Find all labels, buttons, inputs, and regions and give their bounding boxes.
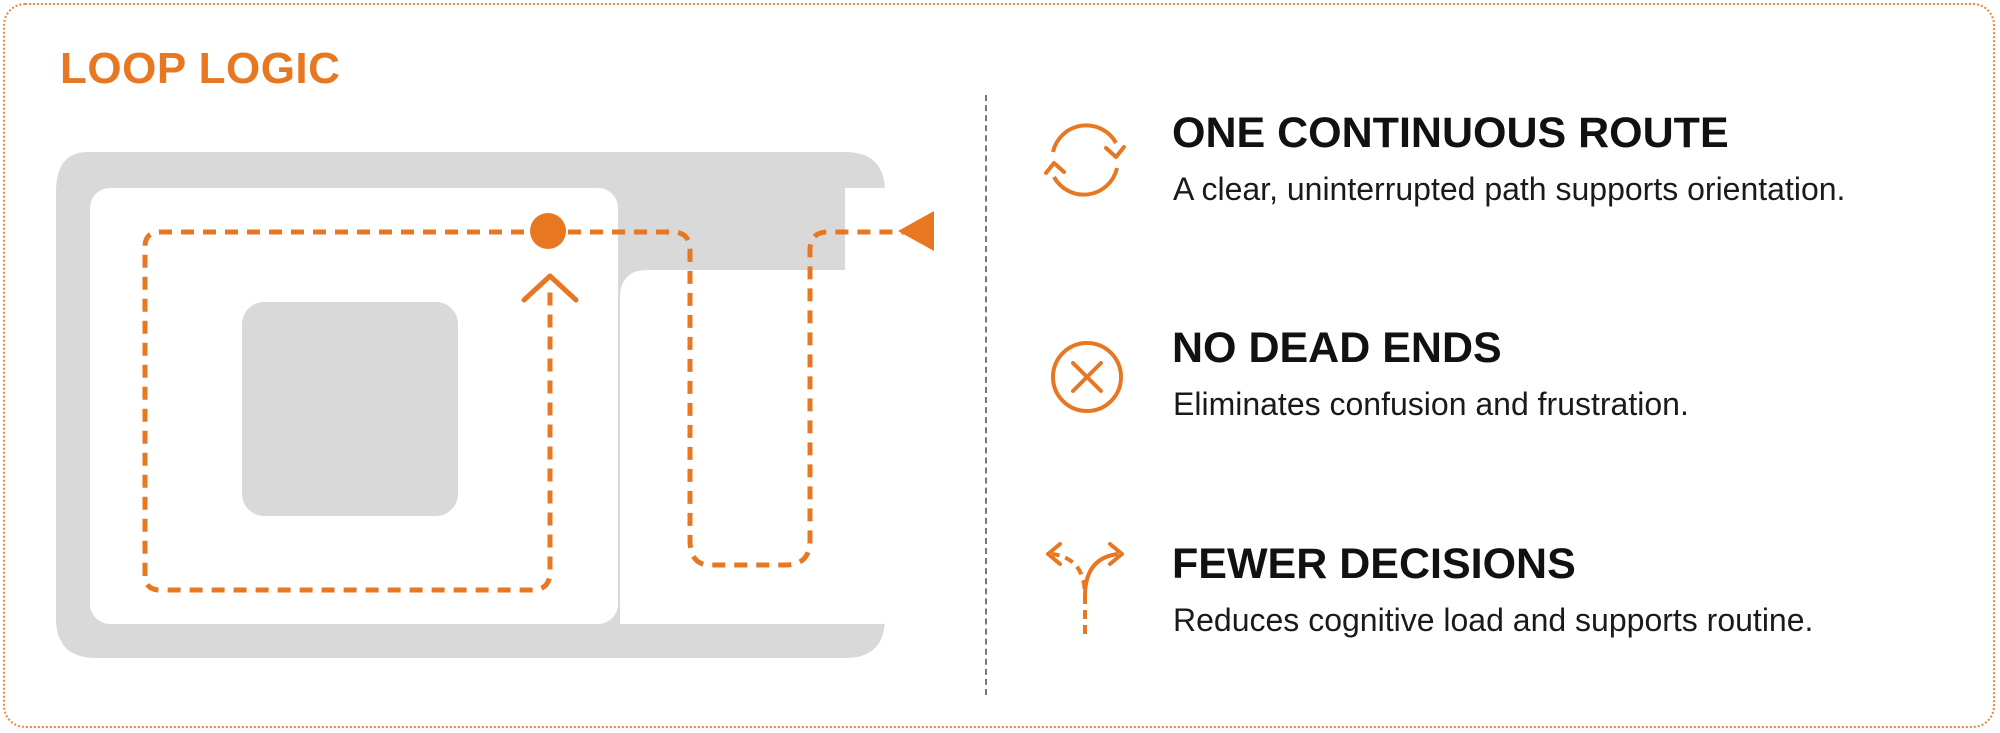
card-frame [3,3,1995,728]
feature-text: Eliminates confusion and frustration. [1173,386,1689,422]
feature-text: Reduces cognitive load and supports rout… [1173,602,1814,638]
entrance-opening [845,188,887,270]
feature-no-dead-ends: NO DEAD ENDS Eliminates confusion and fr… [1030,320,1970,450]
side-room [648,302,848,624]
feature-heading: NO DEAD ENDS [1172,324,1502,372]
feature-fewer-decisions: FEWER DECISIONS Reduces cognitive load a… [1030,536,1970,666]
circle-x-icon [1051,341,1123,413]
entry-arrow-icon [898,211,934,251]
feature-text: A clear, uninterrupted path supports ori… [1173,171,1846,207]
feature-heading: ONE CONTINUOUS ROUTE [1172,109,1729,157]
center-island [242,302,458,516]
feature-continuous-route: ONE CONTINUOUS ROUTE A clear, uninterrup… [1030,105,1970,235]
loop-arrows-icon [1044,123,1126,197]
page-title: LOOP LOGIC [60,44,341,93]
feature-heading: FEWER DECISIONS [1172,540,1576,588]
start-point [530,213,566,249]
loop-route [142,229,553,593]
divider [985,95,987,695]
branching-arrows-icon [1046,542,1124,634]
direction-arrow-icon [521,273,579,303]
